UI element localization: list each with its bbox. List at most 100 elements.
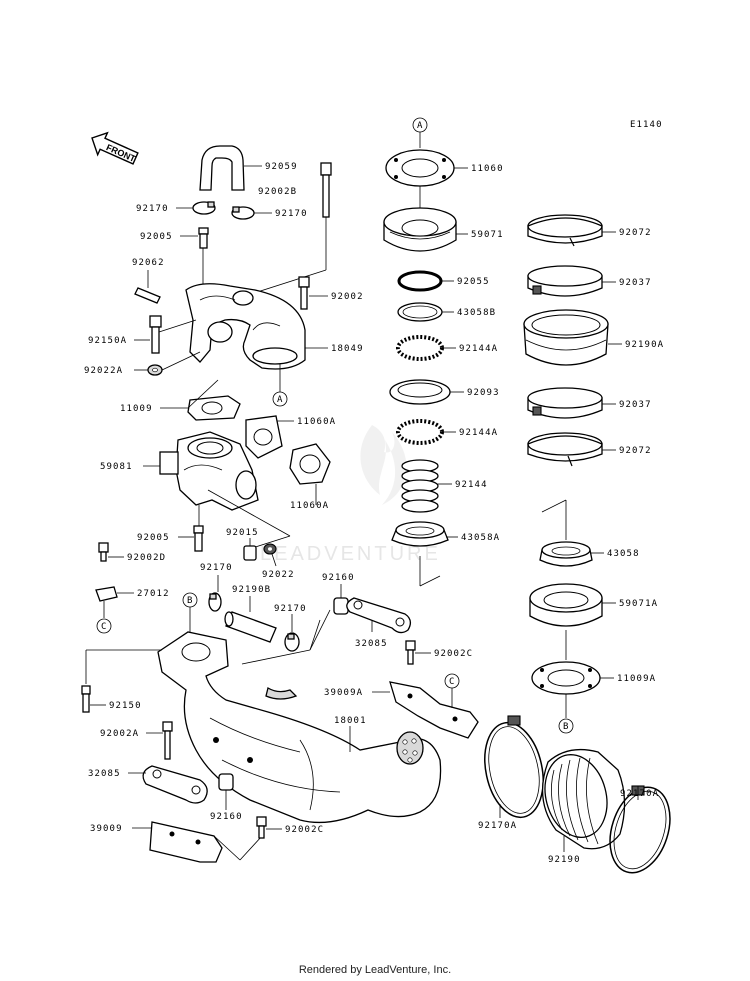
label-92059: 92059 — [265, 162, 298, 172]
bolt-92002D — [98, 542, 109, 562]
gasket-11009 — [187, 395, 241, 421]
spring-92144 — [401, 459, 439, 513]
svg-text:C: C — [449, 677, 456, 687]
hose-92059 — [199, 145, 245, 191]
bolt-92002 — [298, 276, 310, 310]
front-arrow-icon: FRONT — [91, 131, 139, 165]
svg-text:A: A — [417, 121, 424, 131]
footer-credit: Rendered by LeadVenture, Inc. — [298, 964, 452, 976]
svg-text:B: B — [187, 596, 194, 606]
bushing-43058 — [539, 541, 593, 567]
washer-92022 — [263, 543, 277, 555]
label-92150A: 92150A — [88, 336, 127, 346]
bolt-92150A — [149, 315, 162, 354]
label-92005-b: 92005 — [137, 533, 170, 543]
label-59071A: 59071A — [619, 599, 658, 609]
boot-92190A — [523, 309, 609, 366]
band-92037-upper — [527, 265, 603, 297]
label-92072-b: 92072 — [619, 446, 652, 456]
label-92005-a: 92005 — [140, 232, 173, 242]
callout-c-right: C — [444, 673, 460, 689]
label-92015: 92015 — [226, 528, 259, 538]
label-43058A: 43058A — [461, 533, 500, 543]
label-92170-b: 92170 — [275, 209, 308, 219]
label-92144A-a: 92144A — [459, 344, 498, 354]
bracket-39009 — [149, 821, 223, 863]
label-92072-a: 92072 — [619, 228, 652, 238]
bolt-92002A — [162, 721, 173, 760]
label-92022: 92022 — [262, 570, 295, 580]
callout-c-left: C — [96, 618, 112, 634]
label-32085-b: 32085 — [88, 769, 121, 779]
bolt-92002B — [320, 162, 332, 218]
spring-92144A-lower — [396, 419, 444, 445]
bolt-92002C-upper — [405, 640, 416, 665]
label-92055: 92055 — [457, 277, 490, 287]
label-92002B: 92002B — [258, 187, 297, 197]
seal-92093 — [389, 379, 451, 405]
washer-92022A — [147, 364, 163, 376]
label-92160-a: 92160 — [322, 573, 355, 583]
spacer-92160-lower — [218, 773, 234, 791]
bushing-43058B — [397, 302, 443, 322]
label-92002: 92002 — [331, 292, 364, 302]
svg-text:C: C — [101, 622, 108, 632]
boot-92190 — [542, 748, 626, 850]
label-18001: 18001 — [334, 716, 367, 726]
label-92002D: 92002D — [127, 553, 166, 563]
label-39009: 39009 — [90, 824, 123, 834]
oring-92055 — [397, 270, 443, 292]
band-92037-lower — [527, 387, 603, 419]
label-92170-d: 92170 — [274, 604, 307, 614]
label-11009: 11009 — [120, 404, 153, 414]
label-43058: 43058 — [607, 549, 640, 559]
diagram-code: E1140 — [630, 120, 663, 130]
cap-92015 — [243, 545, 257, 561]
watermark-text: LEADVENTURE — [260, 543, 441, 565]
svg-text:B: B — [563, 722, 570, 732]
callout-a-center: A — [412, 117, 428, 133]
fitting-92005-lower — [193, 525, 204, 552]
label-11060: 11060 — [471, 164, 504, 174]
label-18049: 18049 — [331, 344, 364, 354]
callout-b-left: B — [182, 592, 198, 608]
label-92190B: 92190B — [232, 585, 271, 595]
label-92037-b: 92037 — [619, 400, 652, 410]
label-92002A: 92002A — [100, 729, 139, 739]
link-32085-upper — [346, 597, 412, 634]
label-59071: 59071 — [471, 230, 504, 240]
label-92190: 92190 — [548, 855, 581, 865]
label-11009A: 11009A — [617, 674, 656, 684]
label-92150: 92150 — [109, 701, 142, 711]
clamp-92170A-left — [484, 715, 544, 819]
watermark-logo — [360, 425, 407, 505]
label-92170A-b: 92170A — [620, 789, 659, 799]
clamp-92170-left — [192, 201, 216, 215]
clamp-92170-pipe-left — [208, 592, 222, 612]
label-92170-c: 92170 — [200, 563, 233, 573]
bolt-92002C-lower — [256, 816, 267, 839]
label-92144: 92144 — [455, 480, 488, 490]
gasket-11060A-lower — [289, 443, 331, 485]
label-92160-b: 92160 — [210, 812, 243, 822]
callout-a-top-left: A — [272, 391, 288, 407]
label-92093: 92093 — [467, 388, 500, 398]
gasket-11060A-upper — [245, 415, 283, 459]
spacer-92160-upper — [333, 597, 349, 615]
label-92190A: 92190A — [625, 340, 664, 350]
fitting-92005-top — [198, 227, 209, 249]
label-92002C-a: 92002C — [434, 649, 473, 659]
link-32085-lower — [142, 765, 208, 804]
manifold-elbow-18049 — [185, 283, 306, 370]
stud-92062 — [134, 287, 161, 304]
callout-b-right: B — [558, 718, 574, 734]
ring-92072-upper — [527, 214, 603, 247]
ring-92072-lower — [527, 432, 603, 467]
clamp-92170-right — [231, 206, 255, 220]
label-11060A-b: 11060A — [290, 501, 329, 511]
svg-text:A: A — [277, 395, 284, 405]
housing-59071A — [529, 583, 603, 627]
bracket-27012 — [95, 586, 118, 602]
gasket-11060 — [385, 149, 455, 187]
